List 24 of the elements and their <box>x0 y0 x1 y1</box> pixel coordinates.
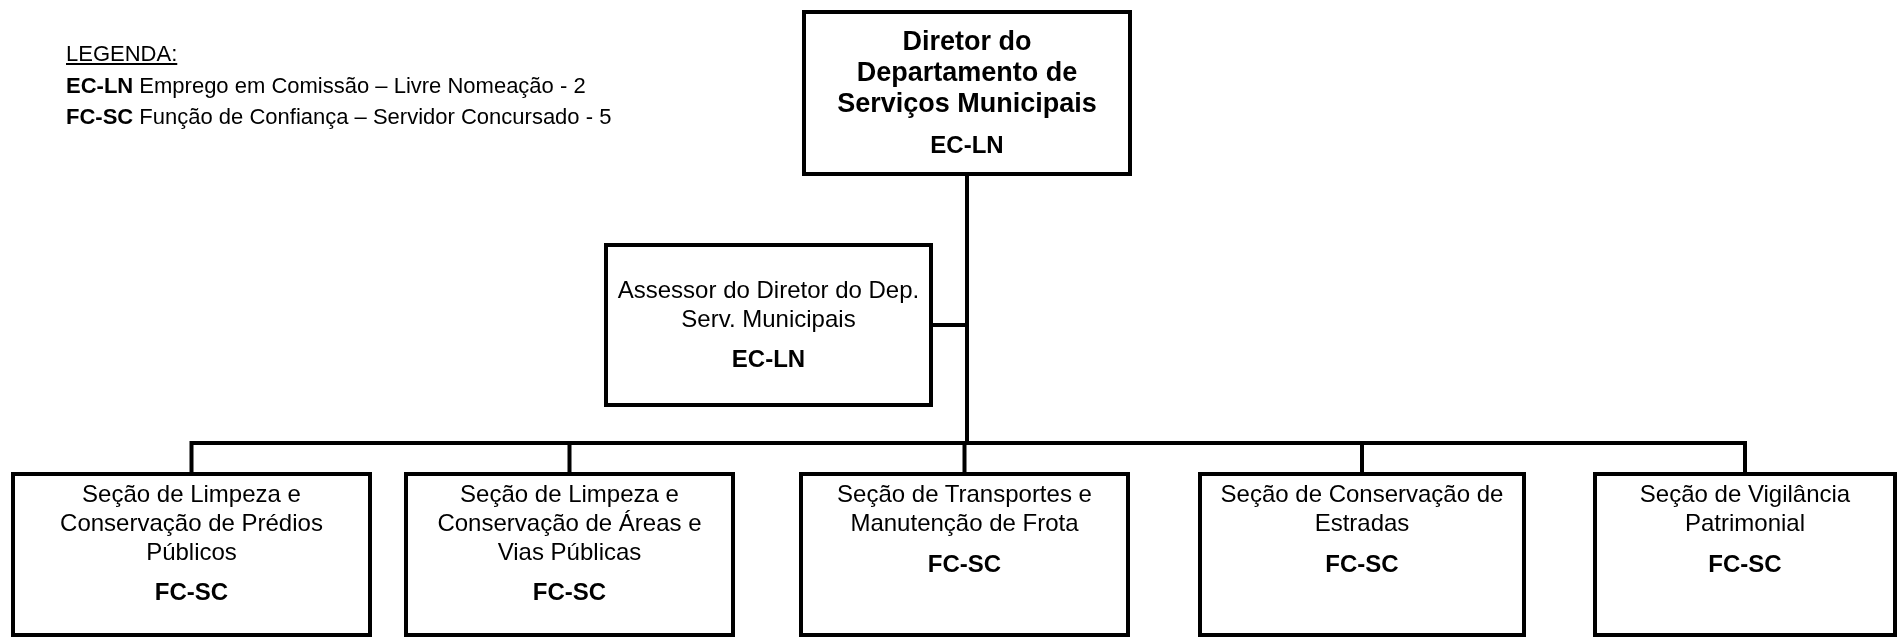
org-box <box>1198 472 1526 637</box>
position-title: Seção de Conservação de Estradas <box>1219 480 1505 538</box>
position-code: FC-SC <box>154 578 229 608</box>
position-code: FC-SC <box>532 578 607 608</box>
org-box <box>604 243 933 407</box>
position-code: EC-LN <box>731 345 806 375</box>
position-code: EC-LN <box>930 131 1004 160</box>
org-box <box>799 472 1130 637</box>
position-title: Seção de Transportes e Manutenção de Frota <box>836 480 1093 538</box>
position-code: FC-SC <box>927 549 1002 579</box>
org-box <box>1593 472 1897 637</box>
legend-entry: FC-SC Função de Confiança – Servidor Concursado - 5 <box>66 103 612 131</box>
position-title: Diretor do Departamento de Serviços Municipais <box>836 26 1098 120</box>
position-title: Seção de Limpeza e Conservação de Áreas e Vias Públicas <box>436 480 703 567</box>
position-code: FC-SC <box>1325 549 1399 579</box>
org-box <box>802 10 1132 176</box>
org-box <box>11 472 372 637</box>
legend-entry: EC-LN Emprego em Comissão – Livre Nomeação - 2 <box>66 71 587 99</box>
position-title: Seção de Limpeza e Conservação de Prédios Públicos <box>59 480 324 567</box>
org-box <box>404 472 735 637</box>
position-code: FC-SC <box>1708 549 1782 579</box>
legend-heading: LEGENDA: <box>66 40 179 68</box>
position-title: Assessor do Diretor do Dep. Serv. Municipais <box>616 275 921 334</box>
position-title: Seção de Vigilância Patrimonial <box>1638 480 1852 538</box>
